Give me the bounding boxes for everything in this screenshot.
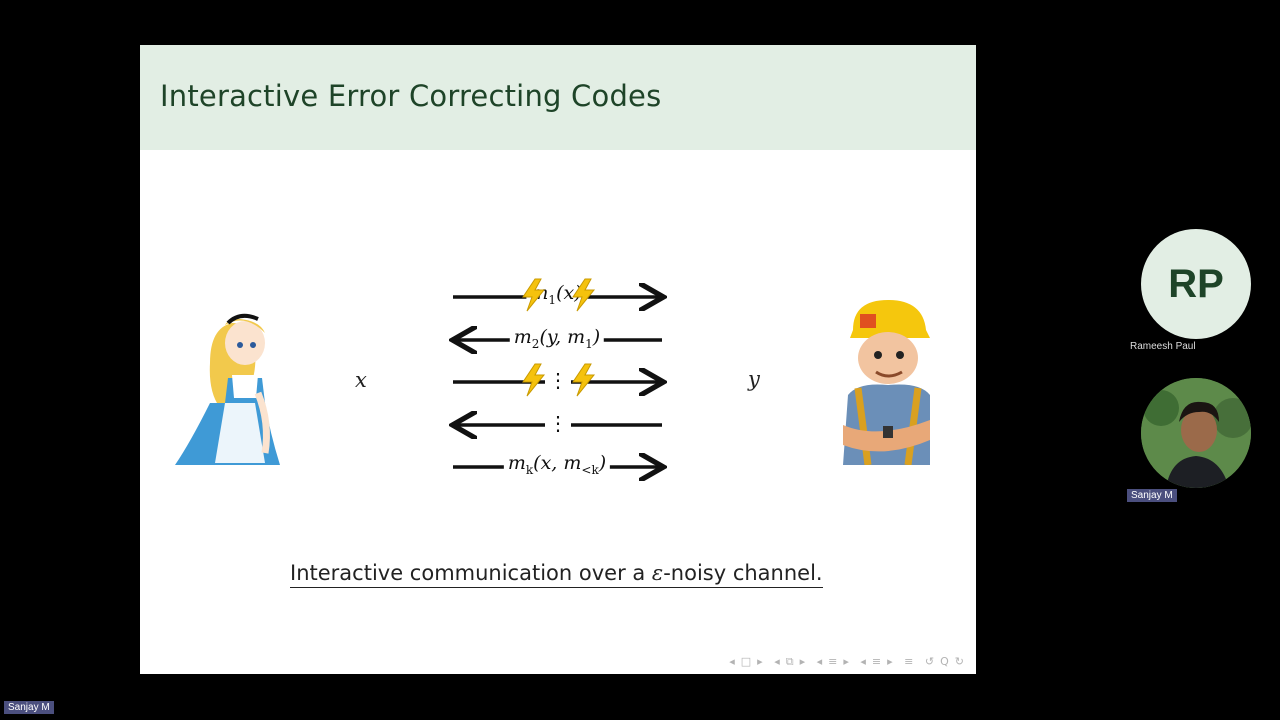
- vertical-dots-2: ⋮: [545, 413, 571, 433]
- nav-back-icon[interactable]: ↺: [924, 655, 937, 668]
- bob-illustration: [843, 300, 930, 465]
- participant-avatar-rp[interactable]: RP: [1141, 229, 1251, 339]
- presentation-slide: Interactive Error Correcting Codes x y: [140, 45, 976, 674]
- message-2-label: m2(y, m1): [509, 326, 605, 351]
- nav-next-icon[interactable]: ▸: [757, 655, 765, 668]
- nav-next-icon[interactable]: ▸: [799, 655, 808, 668]
- nav-frame-icon[interactable]: □: [740, 655, 754, 668]
- alice-illustration: [175, 313, 280, 465]
- lightning-icon: [572, 278, 596, 312]
- nav-outline-icon[interactable]: ≡: [904, 655, 916, 668]
- bob-input-y: y: [748, 367, 760, 391]
- lightning-icon: [522, 278, 546, 312]
- slide-caption: Interactive communication over a ε-noisy…: [290, 561, 823, 588]
- lightning-icon: [522, 363, 546, 397]
- nav-search-icon[interactable]: Q: [940, 655, 951, 668]
- nav-document-icon[interactable]: ≡: [871, 655, 884, 668]
- participant-name-sm: Sanjay M: [1127, 489, 1177, 502]
- vertical-dots-1: ⋮: [545, 370, 571, 390]
- self-view-name: Sanjay M: [4, 701, 54, 714]
- nav-prev-icon[interactable]: ◂: [860, 655, 868, 668]
- message-k-label: mk(x, m<k): [503, 452, 611, 477]
- nav-next-icon[interactable]: ▸: [887, 655, 895, 668]
- nav-next-icon[interactable]: ▸: [843, 655, 851, 668]
- nav-section-icon[interactable]: ≡: [828, 655, 840, 668]
- participant-video-frame: [1141, 378, 1251, 488]
- nav-prev-icon[interactable]: ◂: [816, 655, 825, 668]
- beamer-navigation-bar[interactable]: ◂□▸ ◂⧉▸ ◂≡▸ ◂≡▸ ≡ ↺Q↻: [727, 655, 968, 669]
- slide-header: Interactive Error Correcting Codes: [140, 45, 976, 150]
- nav-subsection-icon[interactable]: ⧉: [785, 655, 796, 668]
- avatar-initials: RP: [1168, 261, 1224, 306]
- nav-prev-icon[interactable]: ◂: [774, 655, 782, 668]
- participant-video-sm[interactable]: [1141, 378, 1251, 488]
- participant-name-rp: Rameesh Paul: [1130, 341, 1196, 352]
- slide-title: Interactive Error Correcting Codes: [160, 79, 662, 113]
- nav-prev-icon[interactable]: ◂: [729, 655, 737, 668]
- lightning-icon: [572, 363, 596, 397]
- alice-input-x: x: [355, 368, 367, 392]
- nav-forward-icon[interactable]: ↻: [954, 655, 966, 668]
